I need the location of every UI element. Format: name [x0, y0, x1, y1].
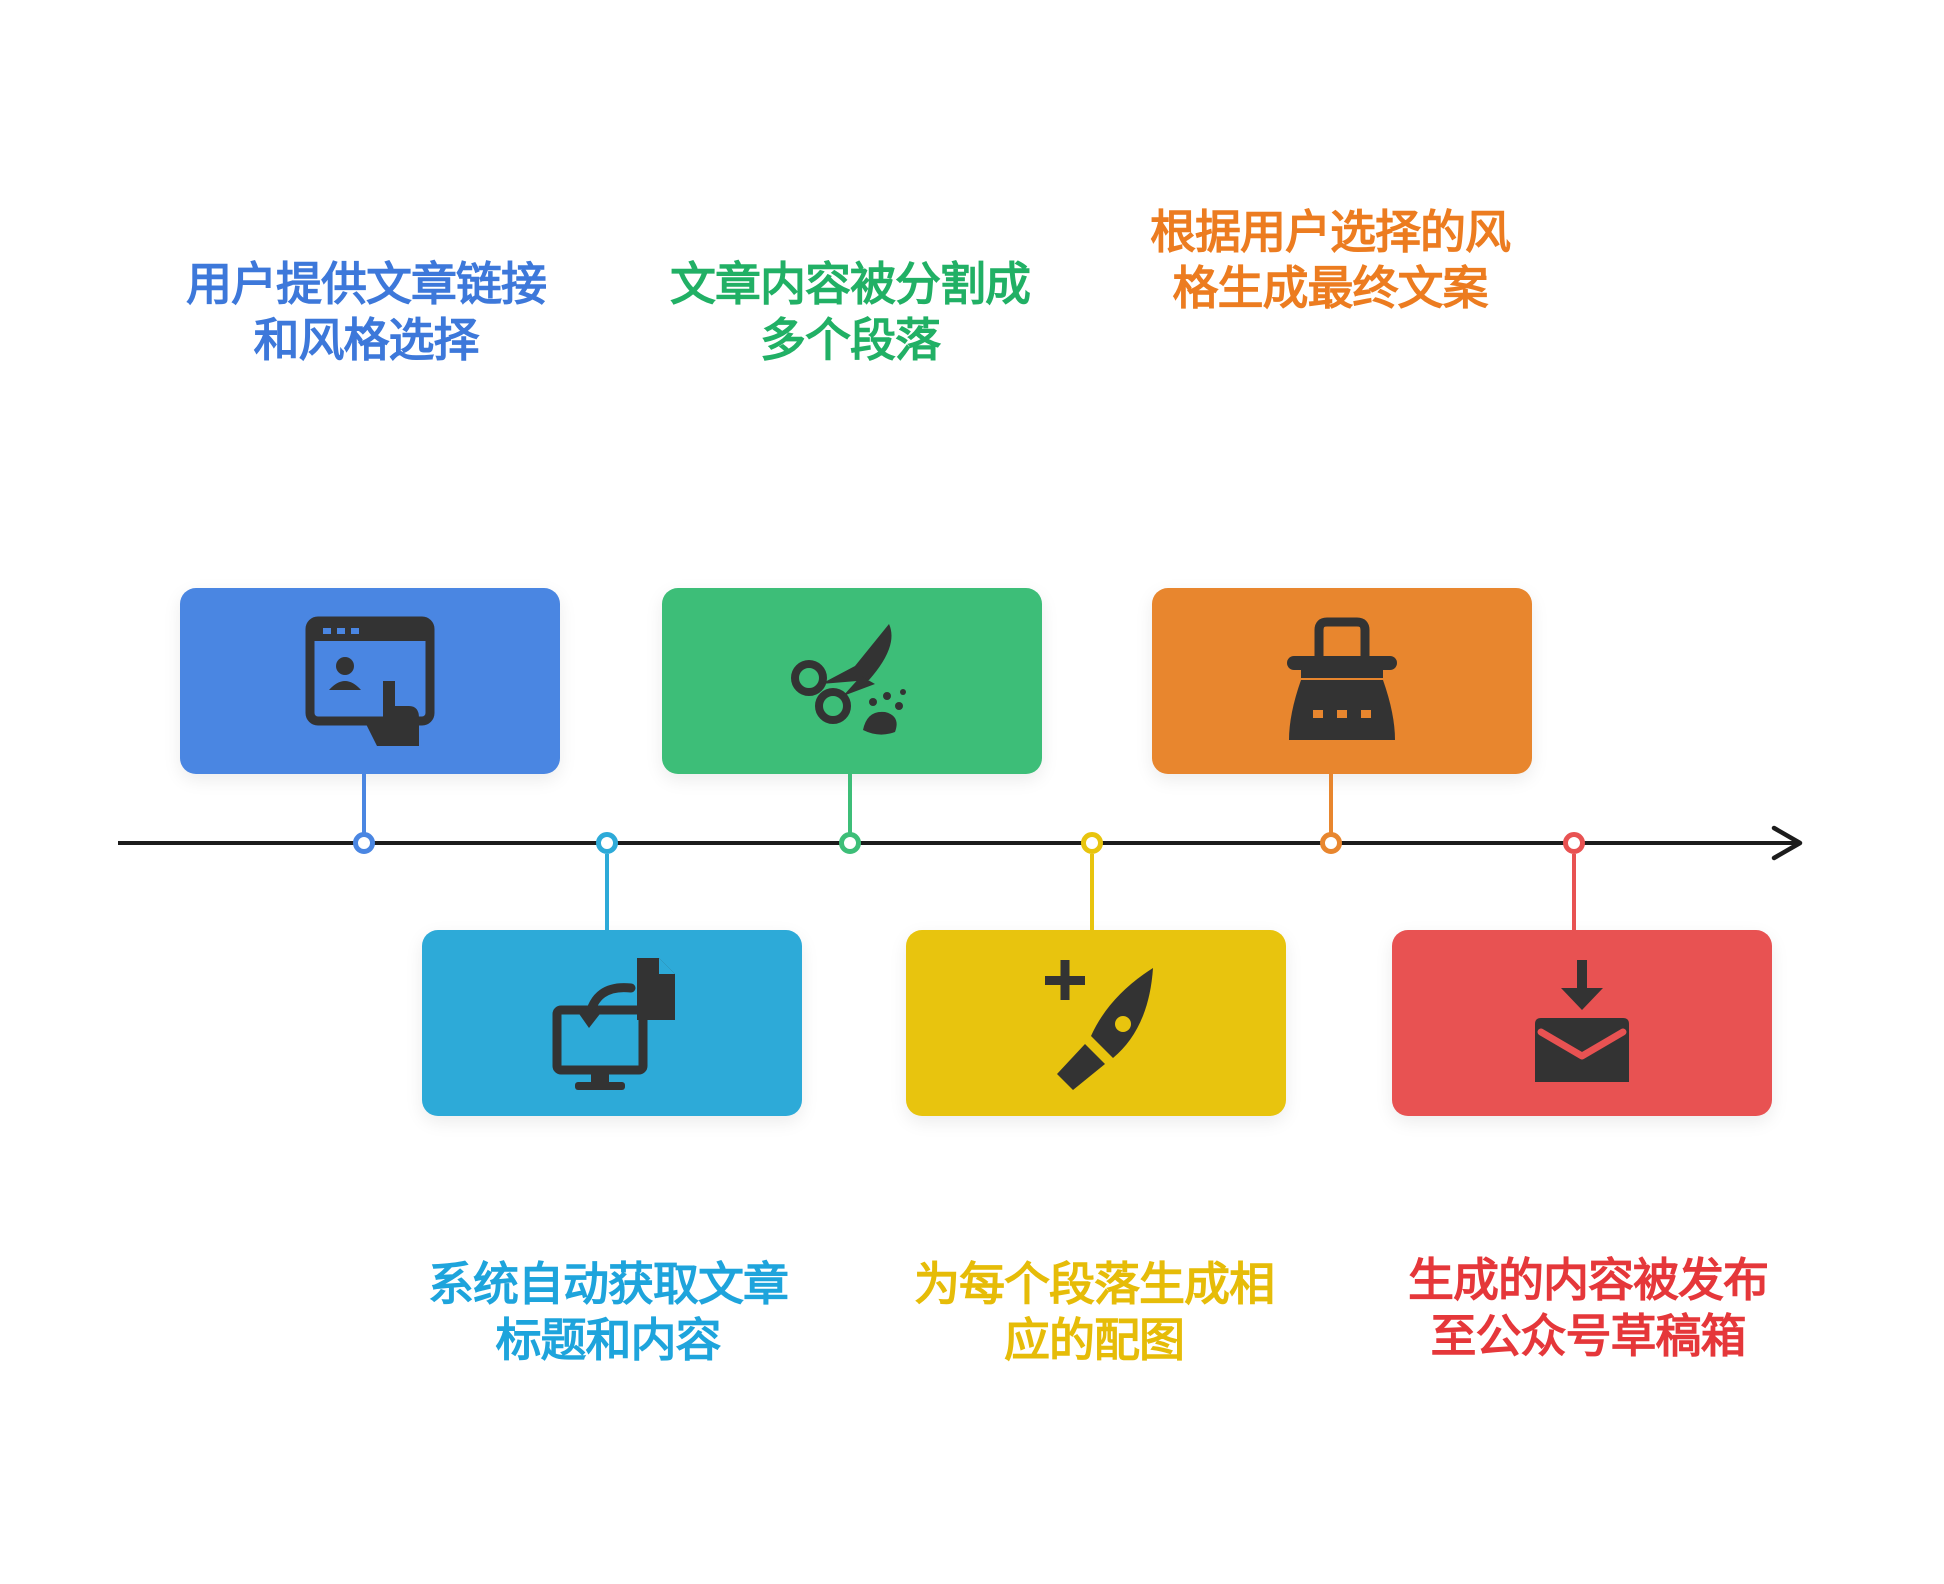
step-1-label: 用户提供文章链接和风格选择 — [186, 257, 547, 367]
step-4-connector — [1090, 854, 1094, 930]
step-4-node — [1081, 832, 1103, 854]
step-5-label: 根据用户选择的风格生成最终文案 — [1150, 205, 1511, 315]
step-3-connector — [848, 774, 852, 840]
step-1-card — [180, 588, 560, 774]
step-4-card — [906, 930, 1286, 1116]
inbox-download-icon — [1535, 960, 1629, 1082]
step-5-card — [1152, 588, 1532, 774]
step-6-node — [1563, 832, 1585, 854]
step-3-label: 文章内容被分割成多个段落 — [670, 257, 1031, 367]
step-6-card — [1392, 930, 1772, 1116]
step-5-connector — [1329, 774, 1333, 840]
monitor-document-fetch-icon — [552, 958, 675, 1090]
timeline-axis — [118, 841, 1798, 845]
step-4-label: 为每个段落生成相应的配图 — [914, 1257, 1275, 1367]
step-2-card — [422, 930, 802, 1116]
step-6-label: 生成的内容被发布至公众号草稿箱 — [1408, 1253, 1769, 1363]
step-1-connector — [362, 774, 366, 840]
axis-arrow-icon — [1771, 825, 1803, 861]
step-5-node — [1320, 832, 1342, 854]
step-2-node — [596, 832, 618, 854]
scissors-cut-icon — [791, 624, 906, 735]
step-3-card — [662, 588, 1042, 774]
step-2-label: 系统自动获取文章标题和内容 — [428, 1257, 789, 1367]
step-6-connector — [1572, 854, 1576, 930]
step-1-node — [353, 832, 375, 854]
step-3-node — [839, 832, 861, 854]
step-2-connector — [605, 854, 609, 930]
typewriter-icon — [1287, 617, 1397, 740]
browser-user-tap-icon — [305, 616, 435, 746]
pen-add-icon — [1045, 960, 1153, 1090]
